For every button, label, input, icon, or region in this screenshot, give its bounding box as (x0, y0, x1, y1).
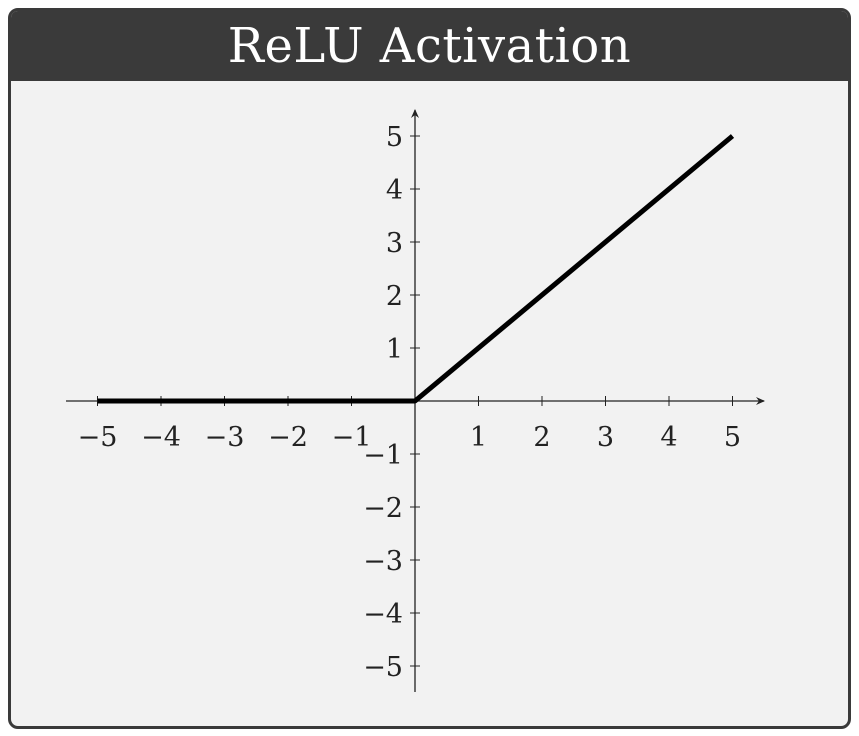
x-tick-label: −2 (268, 422, 308, 453)
x-tick-label: 3 (597, 422, 614, 453)
x-tick-label: −4 (141, 422, 181, 453)
y-tick-label: −2 (363, 493, 403, 524)
x-tick-label: −1 (332, 422, 372, 453)
y-tick-label: 2 (386, 281, 403, 312)
series-layer (97, 134, 735, 404)
y-tick-label: −4 (363, 599, 403, 630)
y-tick-label: −5 (363, 652, 403, 683)
y-tick-label: 1 (386, 334, 403, 365)
x-tick-label: −5 (78, 422, 118, 453)
chart-title: ReLU Activation (227, 18, 632, 74)
x-tick-label: −3 (205, 422, 245, 453)
relu-series-line (97, 134, 735, 404)
chart-card: ReLU Activation (8, 8, 851, 729)
y-tick-label: −3 (363, 546, 403, 577)
y-tick-label: −1 (363, 440, 403, 471)
x-tick-label: 1 (470, 422, 487, 453)
x-tick-label: 5 (724, 422, 741, 453)
ticks-layer: −5 −4 −3 −2 −1 1 2 3 4 5 −5 −4 −3 −2 −1 1 2 3 4 5 (78, 122, 742, 683)
y-tick-label: 5 (386, 122, 403, 153)
x-tick-label: 4 (660, 422, 677, 453)
x-tick-label: 2 (533, 422, 550, 453)
y-tick-label: 3 (386, 228, 403, 259)
chart-header: ReLU Activation (11, 11, 848, 81)
y-tick-label: 4 (386, 175, 403, 206)
